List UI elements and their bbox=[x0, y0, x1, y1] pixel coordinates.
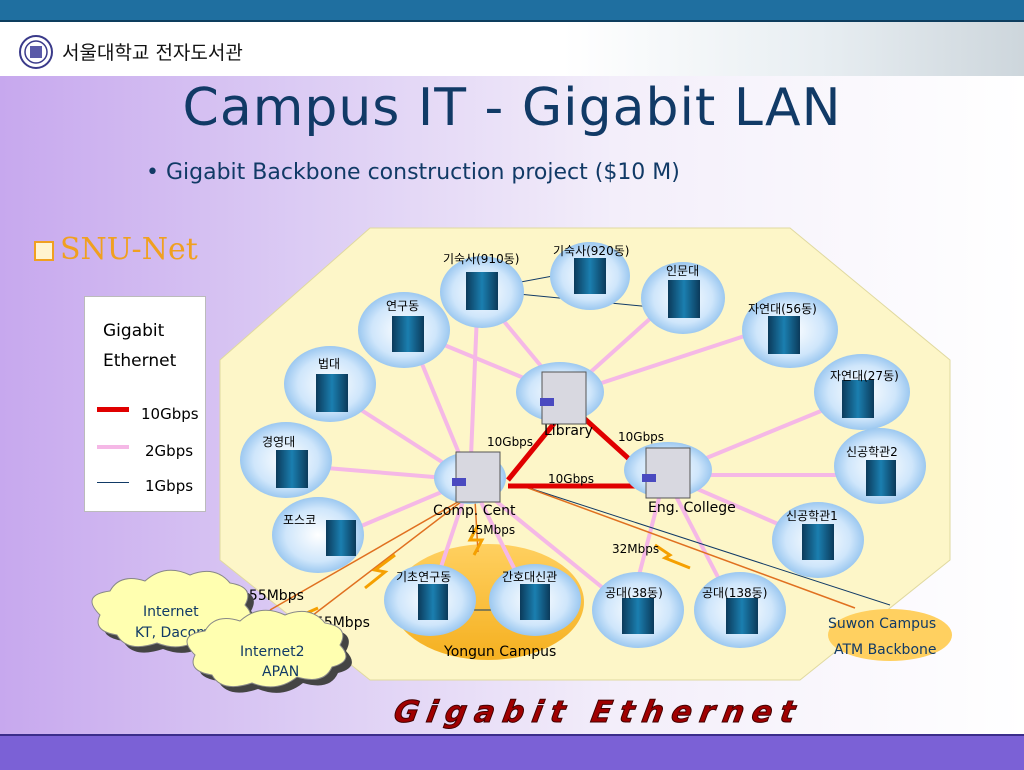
node-business bbox=[240, 422, 332, 498]
suwon-campus-area bbox=[828, 609, 952, 661]
node-comp-cent bbox=[434, 451, 506, 504]
org-name: 서울대학교 전자도서관 bbox=[62, 42, 243, 64]
label-link-45m: 45Mbps bbox=[468, 523, 515, 537]
label-link-10g-c: 10Gbps bbox=[548, 472, 594, 486]
lightning-icon bbox=[654, 543, 691, 570]
legend-line-1g bbox=[97, 482, 129, 483]
label-eng138: 공대(138동) bbox=[702, 586, 767, 600]
lightning-icon bbox=[467, 524, 485, 556]
node-library bbox=[516, 362, 604, 425]
links-wan bbox=[269, 484, 856, 626]
label-library: Library bbox=[544, 423, 593, 439]
legend: Gigabit Ethernet 10Gbps 2Gbps 1Gbps bbox=[84, 296, 206, 512]
section-label: SNU-Net bbox=[60, 232, 198, 267]
label-internet-1a: Internet bbox=[143, 604, 199, 620]
top-bar bbox=[0, 0, 1024, 22]
legend-label-2g: 2Gbps bbox=[145, 442, 194, 460]
node-dorm910 bbox=[440, 256, 524, 328]
legend-line-2g bbox=[97, 445, 129, 449]
label-posco: 포스코 bbox=[283, 513, 316, 527]
node-dorm920 bbox=[550, 242, 630, 310]
label-basicResearch: 기초연구동 bbox=[396, 570, 451, 584]
label-suwon-2: ATM Backbone bbox=[834, 642, 937, 658]
label-link-32m: 32Mbps bbox=[612, 542, 659, 556]
node-basicResearch bbox=[384, 564, 476, 636]
node-science27 bbox=[814, 354, 910, 430]
label-law: 법대 bbox=[318, 357, 340, 371]
legend-label-1g: 1Gbps bbox=[145, 477, 194, 495]
node-law bbox=[284, 346, 376, 422]
university-seal-icon bbox=[19, 35, 53, 69]
label-science27: 자연대(27동) bbox=[830, 369, 899, 383]
cloud-internet2: Internet2 APAN bbox=[186, 609, 352, 693]
label-nursing: 간호대신관 bbox=[502, 570, 557, 584]
label-eng38: 공대(38동) bbox=[605, 586, 663, 600]
legend-line-10g bbox=[97, 407, 129, 412]
node-eng38 bbox=[592, 572, 684, 648]
label-link-10g-b: 10Gbps bbox=[618, 430, 664, 444]
slide-subtitle: • Gigabit Backbone construction project … bbox=[146, 160, 680, 185]
label-newEng1: 신공학관1 bbox=[786, 509, 838, 523]
label-internet-2b: APAN bbox=[262, 664, 299, 680]
legend-heading-1: Gigabit bbox=[103, 321, 165, 341]
label-newEng2: 신공학관2 bbox=[846, 445, 898, 459]
label-internet-2a: Internet2 bbox=[240, 644, 305, 660]
label-eng-college: Eng. College bbox=[648, 500, 736, 516]
label-research: 연구동 bbox=[386, 299, 419, 313]
wordart-gigabit-ethernet: Gigabit Ethernet bbox=[391, 695, 806, 730]
label-yongun: Yongun Campus bbox=[443, 644, 556, 660]
lightning-icon bbox=[364, 553, 396, 590]
label-comp-cent: Comp. Cent bbox=[433, 503, 516, 519]
node-humanities bbox=[641, 262, 725, 334]
label-business: 경영대 bbox=[262, 435, 295, 449]
node-nursing bbox=[489, 564, 581, 636]
label-suwon-1: Suwon Campus bbox=[828, 616, 936, 632]
label-humanities: 인문대 bbox=[666, 264, 699, 278]
node-newEng1 bbox=[772, 502, 864, 578]
section-heading: SNU-Net bbox=[34, 232, 198, 267]
node-newEng2 bbox=[834, 428, 926, 504]
label-dorm910: 기숙사(910동) bbox=[443, 252, 519, 266]
node-posco bbox=[272, 497, 364, 573]
label-dorm920: 기숙사(920동) bbox=[553, 244, 629, 258]
node-eng138 bbox=[694, 572, 786, 648]
node-science56 bbox=[742, 292, 838, 368]
label-science56: 자연대(56동) bbox=[748, 302, 817, 316]
legend-label-10g: 10Gbps bbox=[141, 405, 199, 423]
node-research bbox=[358, 292, 450, 368]
legend-heading-2: Ethernet bbox=[103, 351, 177, 371]
label-link-10g-a: 10Gbps bbox=[487, 435, 533, 449]
slide-title: Campus IT - Gigabit LAN bbox=[182, 78, 842, 138]
checkbox-bullet-icon bbox=[34, 241, 54, 261]
building-nodes bbox=[240, 242, 926, 648]
node-eng-college bbox=[624, 442, 712, 499]
label-link-355m: 355Mbps bbox=[240, 588, 304, 604]
bottom-bar bbox=[0, 734, 1024, 770]
header-band bbox=[0, 22, 1024, 76]
